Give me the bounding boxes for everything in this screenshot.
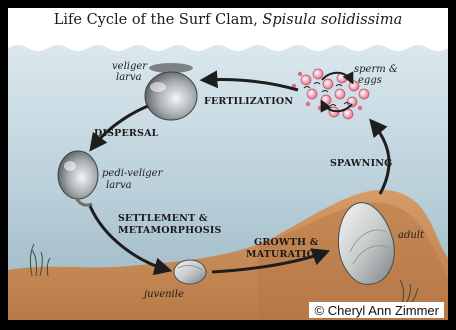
label-growth: GROWTH & (254, 237, 319, 248)
label-dispersal: DISPERSAL (94, 128, 159, 139)
diagram-panel: veliger larva FERTILIZATION sperm & eggs… (8, 8, 448, 320)
title-species: Spisula solidissima (262, 12, 402, 28)
label-metamorphosis: METAMORPHOSIS (118, 225, 222, 236)
credit-caption: © Cheryl Ann Zimmer (309, 302, 444, 318)
label-fertilization: FERTILIZATION (204, 96, 293, 107)
label-adult: adult (398, 230, 425, 241)
label-eggs: eggs (358, 75, 382, 86)
label-maturation: MATURATION (246, 249, 324, 260)
life-cycle-scene: veliger larva FERTILIZATION sperm & eggs… (8, 8, 448, 320)
label-pedi-veliger-larva: larva (106, 180, 132, 191)
title-main: Life Cycle of the Surf Clam, (54, 12, 263, 28)
label-settlement: SETTLEMENT & (118, 213, 208, 224)
label-juvenile: juvenile (142, 289, 184, 300)
diagram-title: Life Cycle of the Surf Clam, Spisula sol… (8, 12, 448, 28)
label-pedi-veliger: pedi-veliger (102, 168, 164, 179)
label-veliger: veliger (112, 61, 148, 72)
juvenile-clam (174, 260, 206, 284)
label-sperm: sperm & (354, 64, 398, 75)
label-spawning: SPAWNING (330, 158, 392, 169)
label-veliger-larva: larva (116, 72, 142, 83)
